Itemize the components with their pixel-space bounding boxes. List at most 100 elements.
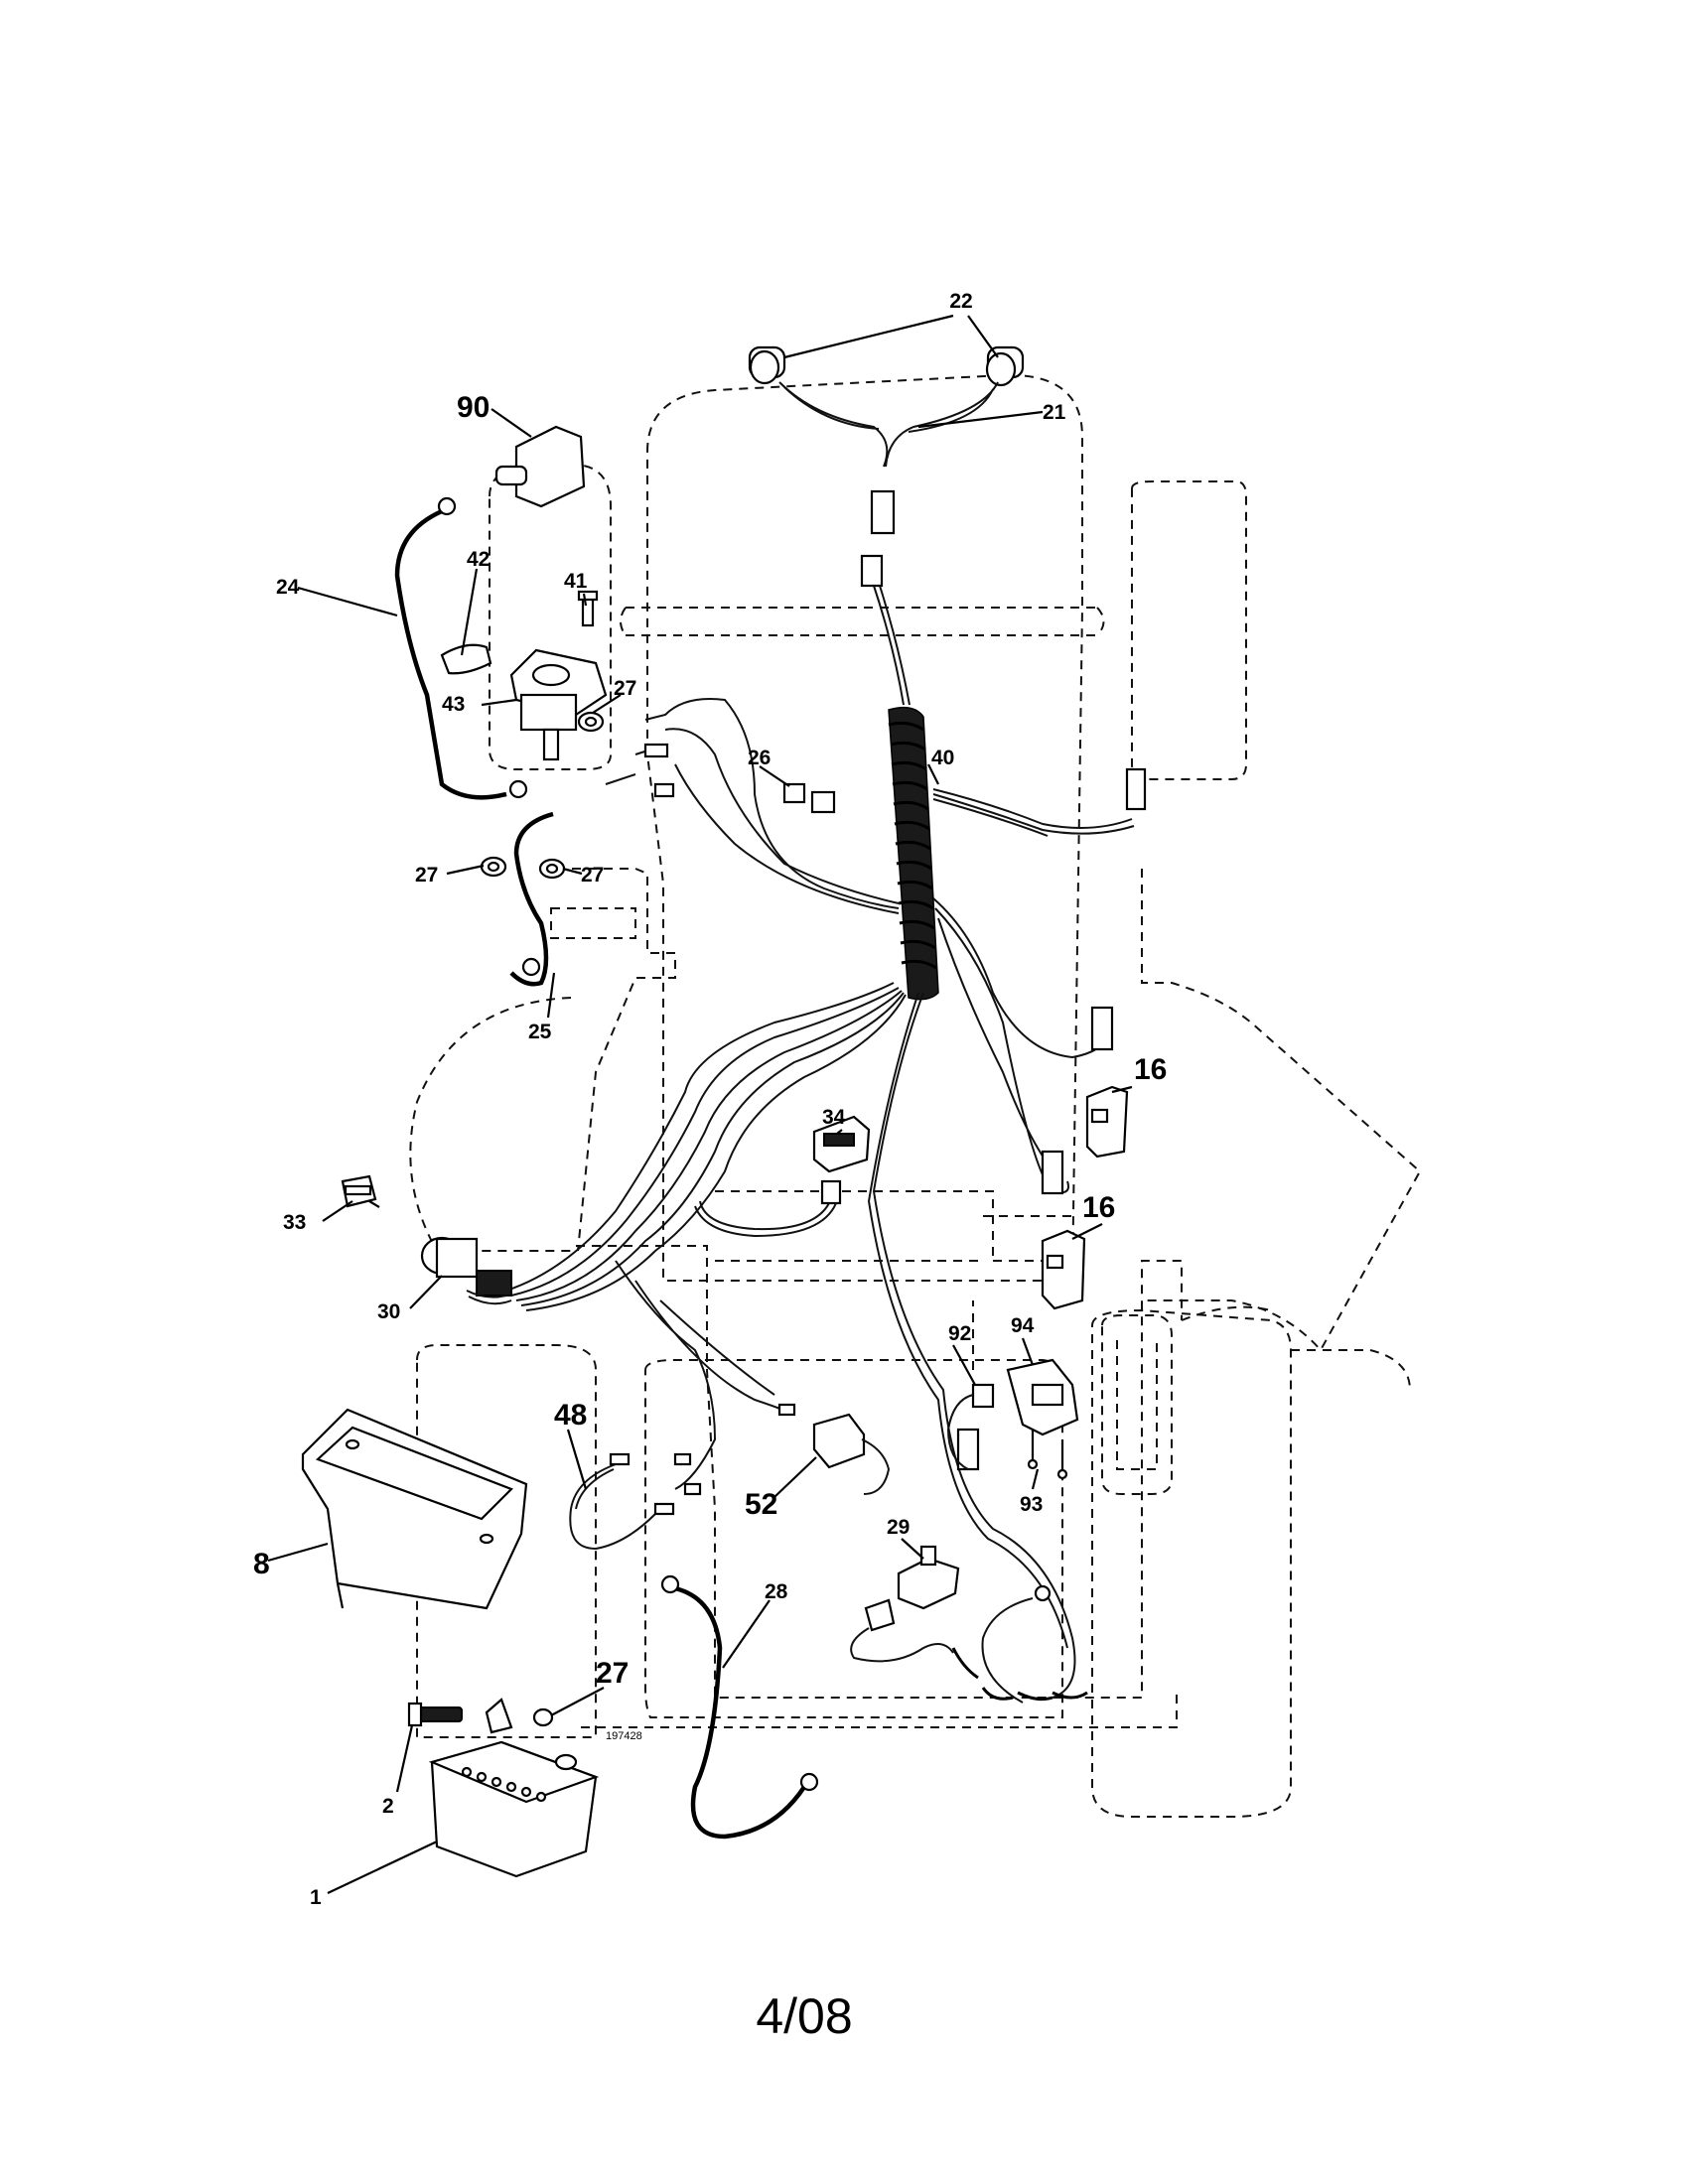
neutral-switch-connector [1125, 767, 1147, 811]
drawing-number: 197428 [606, 1730, 642, 1742]
headlight-right [985, 345, 1025, 387]
battery-tray [301, 1408, 528, 1610]
starter-cable [509, 811, 554, 987]
lower-frame-outline [581, 1688, 1178, 1728]
right-inner-outline [972, 1215, 1072, 1370]
ground-wire-lead [569, 1463, 656, 1551]
callout-1: 1 [310, 1886, 322, 1909]
callout-25: 25 [528, 1021, 552, 1043]
headlight-left [748, 345, 786, 385]
ring-terminal-lead [981, 1597, 1034, 1704]
callout-28: 28 [765, 1580, 788, 1603]
callout-21: 21 [1043, 401, 1066, 424]
headlight-connector [870, 489, 896, 535]
hex-nut-3 [538, 858, 566, 880]
leader-lines [267, 314, 1133, 1894]
fuse-holder [643, 743, 669, 758]
footer-date: 4/08 [756, 1988, 852, 2044]
starter-cable-terminal [521, 957, 541, 977]
harness-main-run [873, 585, 911, 706]
callout-2: 2 [382, 1795, 394, 1818]
fuse [782, 782, 836, 814]
ground-cable-terminal-bottom [799, 1772, 819, 1792]
safety-harness-lead [946, 1394, 974, 1470]
harness-right-branch [932, 897, 1113, 1194]
callout-8: 8 [253, 1548, 270, 1580]
parts [301, 345, 1147, 1878]
callout-30: 30 [377, 1300, 400, 1323]
battery-terminal-boot [485, 1698, 513, 1734]
rear-wheel-outline [1091, 1308, 1292, 1818]
callouts: 22 21 90 24 42 41 43 27 26 40 27 27 25 1… [253, 290, 1167, 1909]
hex-nut-2 [480, 856, 507, 878]
shifter-gate-outline [1101, 1314, 1173, 1495]
interlock-module [1006, 1358, 1079, 1436]
callout-48: 48 [554, 1399, 587, 1432]
callout-92: 92 [948, 1322, 971, 1345]
frame-crossbar-outline [620, 607, 1105, 636]
cable-terminal-bottom [508, 779, 528, 799]
solenoid-leads-2 [664, 728, 900, 914]
engine-arc-outline [409, 997, 572, 1252]
callout-16-upper: 16 [1134, 1053, 1167, 1086]
left-body-outline [556, 868, 676, 1252]
harness-mid-connectors [615, 1260, 795, 1490]
battery-cable-negative [674, 1585, 806, 1840]
starter-solenoid [509, 648, 608, 761]
ring-terminal-29 [1034, 1584, 1052, 1602]
battery-bolt [407, 1702, 463, 1727]
rear-fender-arc-outline [1181, 1305, 1411, 1391]
harness-guide-outline [550, 907, 636, 939]
callout-40: 40 [931, 747, 954, 769]
callout-16-lower: 16 [1082, 1191, 1115, 1224]
callout-24: 24 [276, 576, 300, 599]
hood-outline [646, 373, 1083, 1282]
front-wheel-right-outline [1131, 480, 1247, 780]
callout-26: 26 [748, 747, 771, 769]
callout-52: 52 [745, 1488, 777, 1521]
callout-22: 22 [949, 290, 972, 313]
battery-tray-outline [416, 1344, 597, 1738]
harness-branch-right [932, 788, 1135, 837]
brake-switch-connector [1041, 1150, 1064, 1195]
spade-connector [653, 782, 675, 798]
callout-90: 90 [457, 391, 490, 424]
mounting-bolt [577, 590, 599, 627]
solenoid-leads [605, 698, 900, 909]
hex-nut-4 [532, 1707, 554, 1727]
charge-connector [864, 1545, 960, 1632]
seat-switch-lower [1041, 1229, 1086, 1310]
callout-29: 29 [887, 1516, 910, 1539]
pto-switch [812, 1115, 871, 1205]
harness-lower-spread [505, 982, 907, 1311]
rear-fender-outline [1141, 869, 1422, 1352]
spade-terminal-1 [673, 1452, 692, 1466]
callout-41: 41 [564, 570, 588, 593]
dash-panel-outline [489, 464, 612, 770]
callout-27-top: 27 [614, 677, 636, 700]
callout-93: 93 [1020, 1493, 1043, 1516]
middle-frame-outline [715, 1190, 1072, 1262]
callout-27-left: 27 [415, 864, 438, 887]
battery [428, 1740, 600, 1878]
seat-switch-upper [1085, 1085, 1129, 1159]
callout-33: 33 [283, 1211, 306, 1234]
harness-plug-top [860, 554, 884, 588]
ignition-leads [466, 1290, 512, 1305]
callout-27-bottom: 27 [596, 1657, 629, 1690]
lead-terminal-a [609, 1452, 631, 1466]
terminal-boot [440, 643, 492, 675]
callout-94: 94 [1011, 1314, 1035, 1337]
lead-terminal-b [653, 1502, 675, 1516]
pto-switch-lead [694, 1200, 837, 1238]
spade-terminal-2 [683, 1482, 702, 1496]
clutch-switch-connector [1090, 1006, 1114, 1051]
headlight-harness [778, 381, 999, 468]
callout-42: 42 [467, 548, 490, 571]
ignition-cover [494, 425, 586, 508]
relay-block [812, 1413, 866, 1469]
module-screws [1027, 1430, 1068, 1480]
charge-connector-lead [850, 1627, 954, 1663]
hex-nut-1 [577, 711, 605, 733]
